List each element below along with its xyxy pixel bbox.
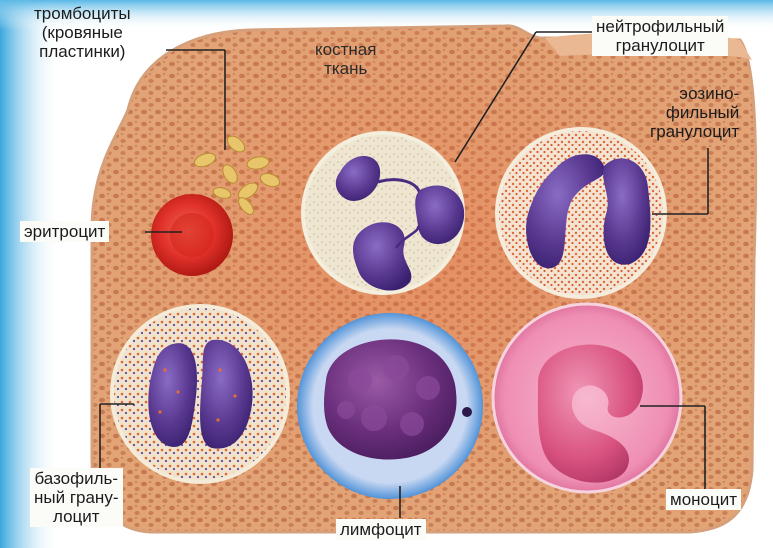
- label-neutrophil: нейтрофильный гранулоцит: [592, 16, 728, 56]
- label-basophil: базофиль- ный грану- лоцит: [30, 468, 123, 527]
- label-eosinophil: эозино- фильный гранулоцит: [650, 84, 739, 141]
- label-lymphocyte: лимфоцит: [336, 519, 426, 540]
- label-platelets: тромбоциты (кровяные пластинки): [34, 4, 131, 61]
- label-monocyte: моноцит: [666, 489, 741, 510]
- label-bone-tissue: костная ткань: [315, 40, 376, 78]
- lymphocyte-cell: [297, 313, 483, 499]
- neutrophil-cell: [303, 133, 464, 293]
- eosinophil-cell: [497, 129, 665, 297]
- monocyte-cell: [493, 304, 681, 492]
- erythrocyte-cell: [151, 194, 233, 276]
- label-erythrocyte: эритроцит: [20, 221, 109, 242]
- page-edge-left: [0, 0, 60, 548]
- basophil-cell: [112, 306, 288, 482]
